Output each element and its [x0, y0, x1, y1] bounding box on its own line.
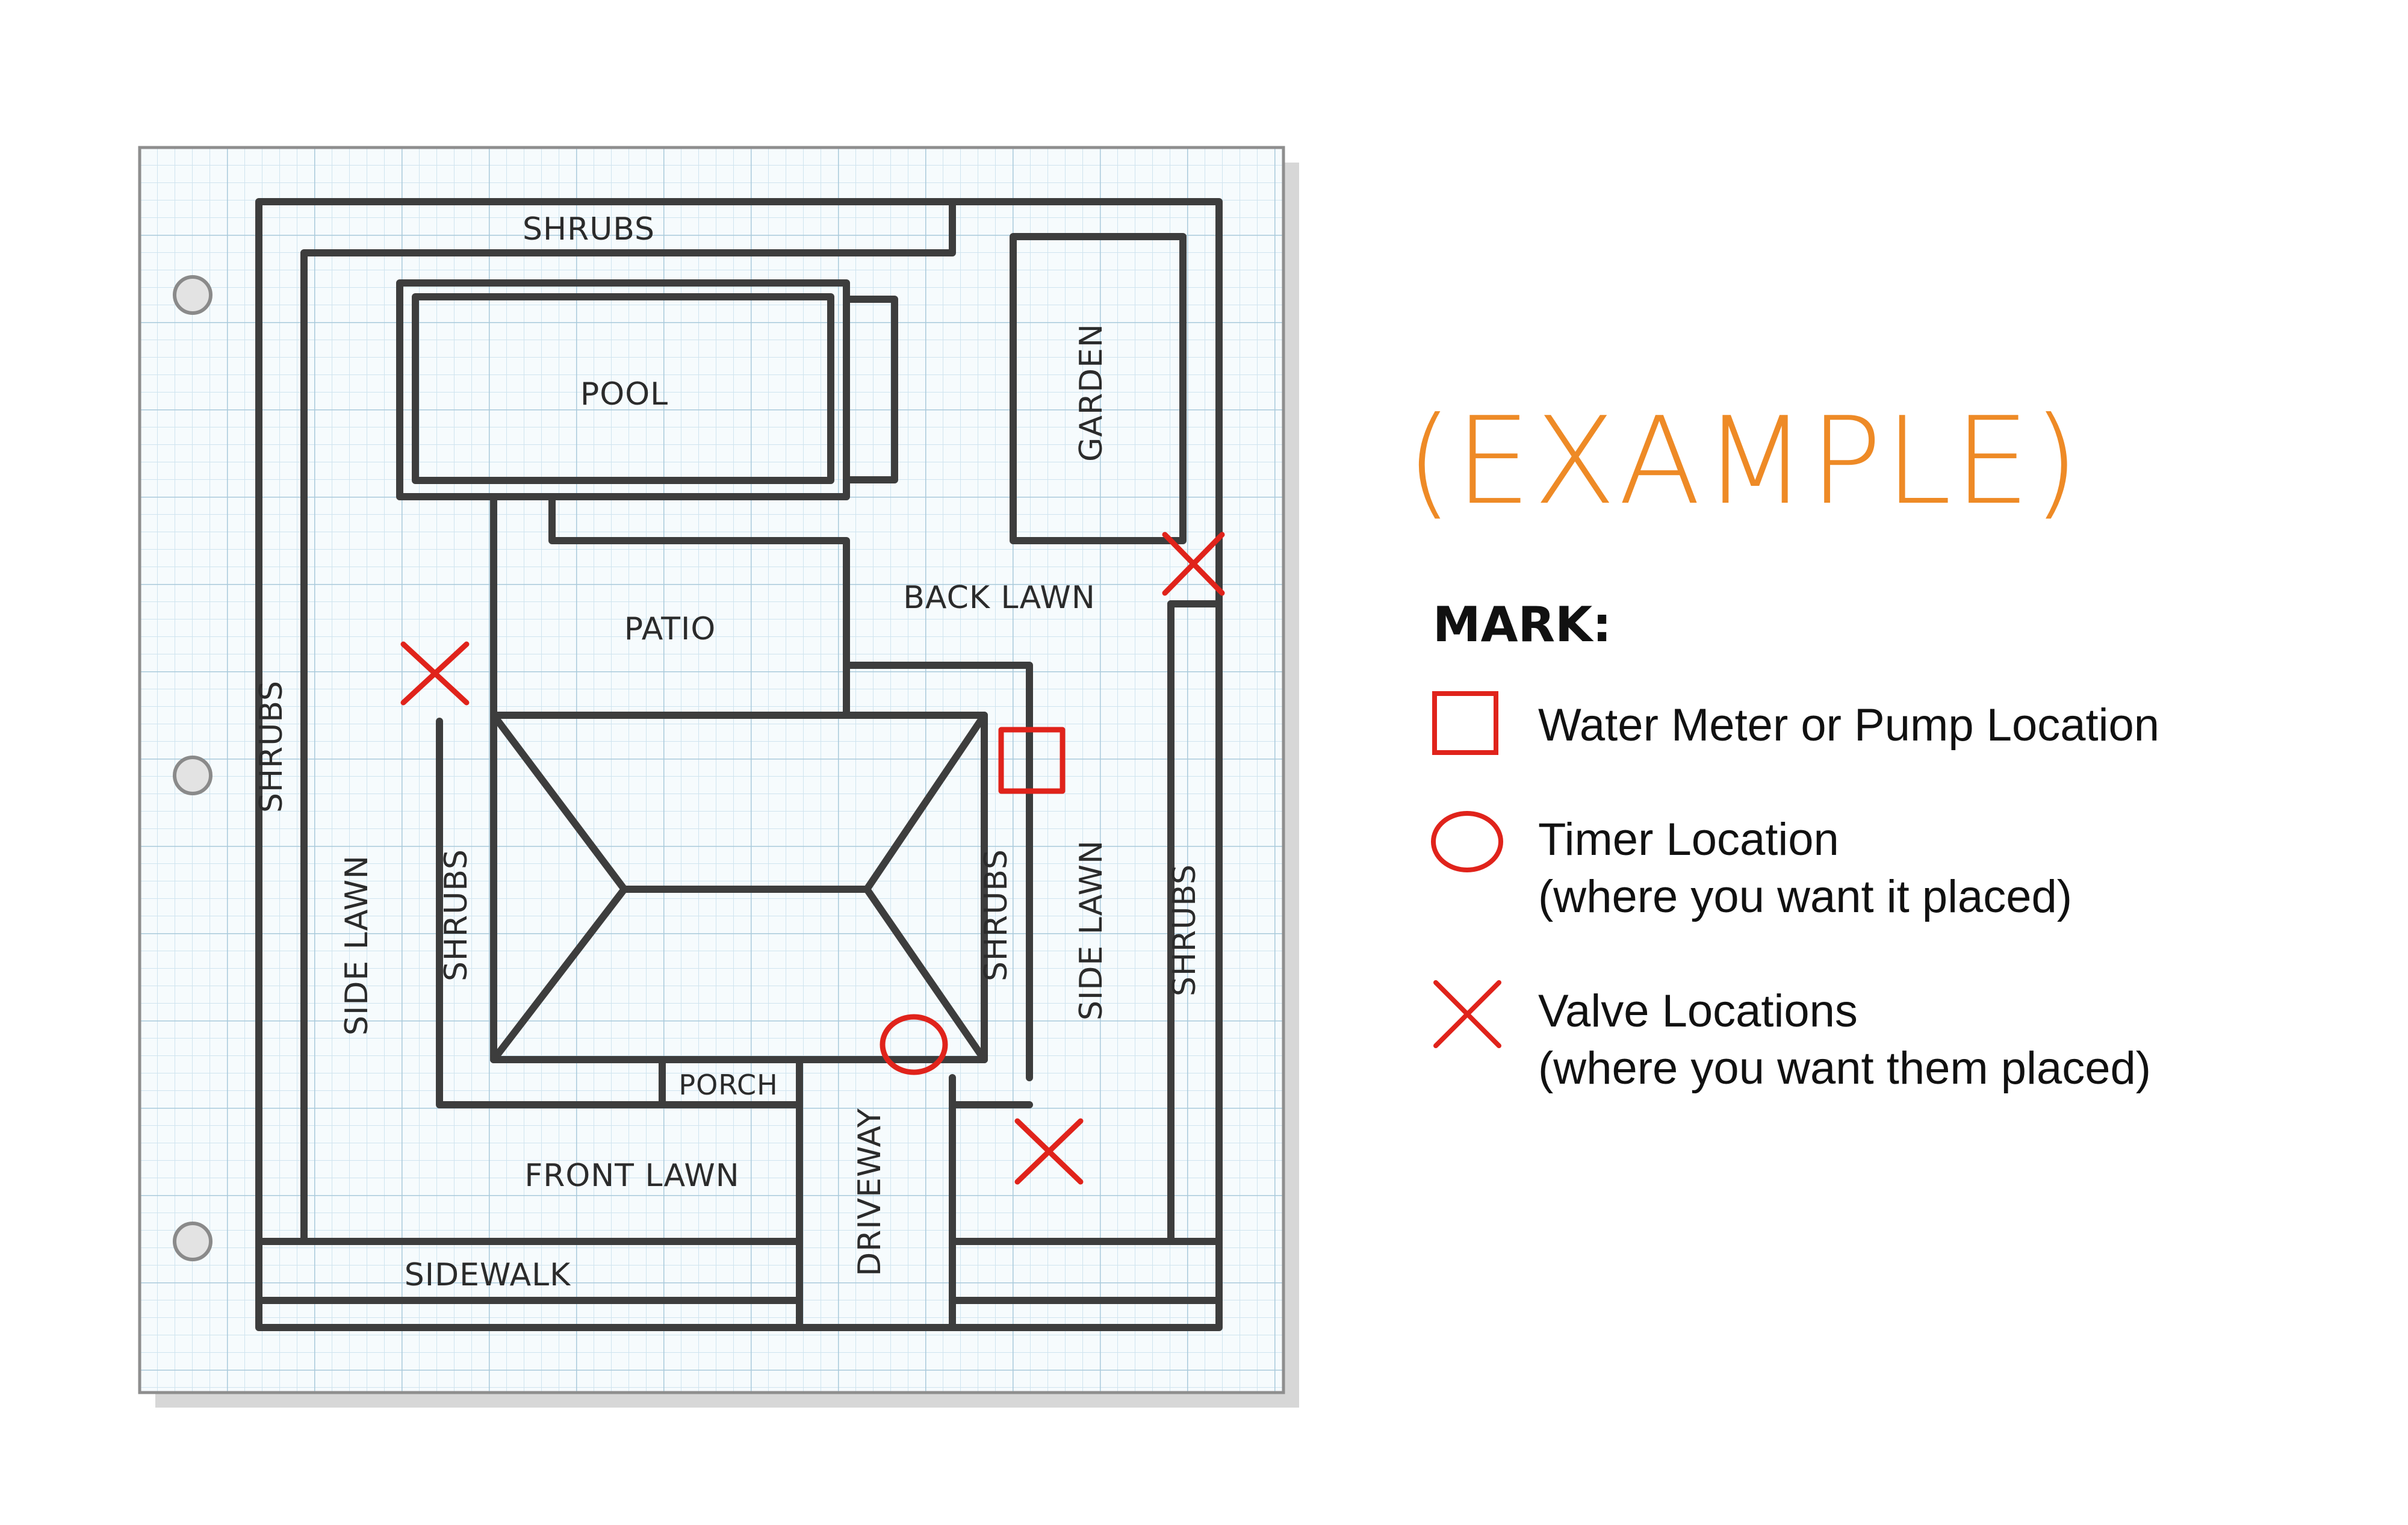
label-driveway: DRIVEWAY: [852, 1108, 888, 1276]
legend-x-icon: [1433, 980, 1501, 1048]
example-title: (EXAMPLE): [1406, 391, 2082, 532]
legend-circle-icon: [1431, 811, 1503, 872]
porch-outline: [659, 1056, 803, 1108]
label-pool: POOL: [580, 376, 668, 412]
legend-timer-sublabel: (where you want it placed): [1538, 871, 2072, 922]
label-shrubs-house-left: SHRUBS: [438, 849, 474, 981]
patio-outline: [490, 493, 1033, 1081]
label-garden: GARDEN: [1073, 323, 1109, 462]
label-sidewalk: SIDEWALK: [405, 1257, 571, 1293]
legend-heading: MARK:: [1433, 597, 1612, 653]
binder-holes: [173, 275, 213, 1261]
binder-hole-bottom: [173, 1222, 213, 1261]
label-patio: PATIO: [624, 611, 716, 647]
label-front-lawn: FRONT LAWN: [524, 1158, 739, 1194]
timer-marker: [880, 1014, 948, 1075]
paper-major-grid: [140, 148, 1283, 1393]
paper-border: [138, 146, 1285, 1394]
right-shrubs-line: [1167, 600, 1223, 1245]
house-shrub-bed: [436, 718, 1033, 1108]
label-side-lawn-right: SIDE LAWN: [1073, 840, 1109, 1020]
garden-outline: [1010, 233, 1187, 544]
plan-markers: [400, 532, 1225, 1185]
label-side-lawn-left: SIDE LAWN: [339, 855, 375, 1036]
label-shrubs-left: SHRUBS: [253, 680, 290, 813]
water-meter-marker: [998, 727, 1066, 794]
binder-hole-middle: [173, 756, 213, 795]
graph-paper-sheet: [138, 146, 1299, 1408]
label-shrubs-right: SHRUBS: [1167, 864, 1203, 996]
legend: MARK: Water Meter or Pump Location Timer…: [1431, 597, 2159, 1094]
label-shrubs-top: SHRUBS: [523, 211, 655, 247]
shrubs-border-inner-line: [300, 198, 956, 1245]
label-back-lawn: BACK LAWN: [903, 580, 1095, 616]
house-roof-ridges: [490, 712, 988, 1063]
yard-plan-sketch: [255, 198, 1223, 1331]
legend-meter-label: Water Meter or Pump Location: [1538, 700, 2159, 751]
legend-valve-label: Valve Locations: [1538, 986, 1858, 1037]
legend-square-icon: [1432, 691, 1498, 755]
pool-inner: [412, 293, 834, 484]
legend-valve-sublabel: (where you want them placed): [1538, 1043, 2151, 1094]
valve-marker: [400, 641, 470, 706]
plan-labels: SHRUBS POOL GARDEN BACK LAWN PATIO SHRUB…: [253, 211, 1203, 1293]
pool-spa-step: [843, 296, 898, 483]
binder-hole-top: [173, 275, 213, 315]
property-boundary: [255, 198, 1223, 1331]
label-shrubs-house-right: SHRUBS: [978, 849, 1014, 981]
valve-marker: [1162, 532, 1225, 596]
valve-marker: [1014, 1118, 1084, 1185]
label-porch: PORCH: [678, 1069, 778, 1101]
legend-timer-label: Timer Location: [1538, 814, 1839, 865]
pool-outer: [396, 279, 850, 500]
